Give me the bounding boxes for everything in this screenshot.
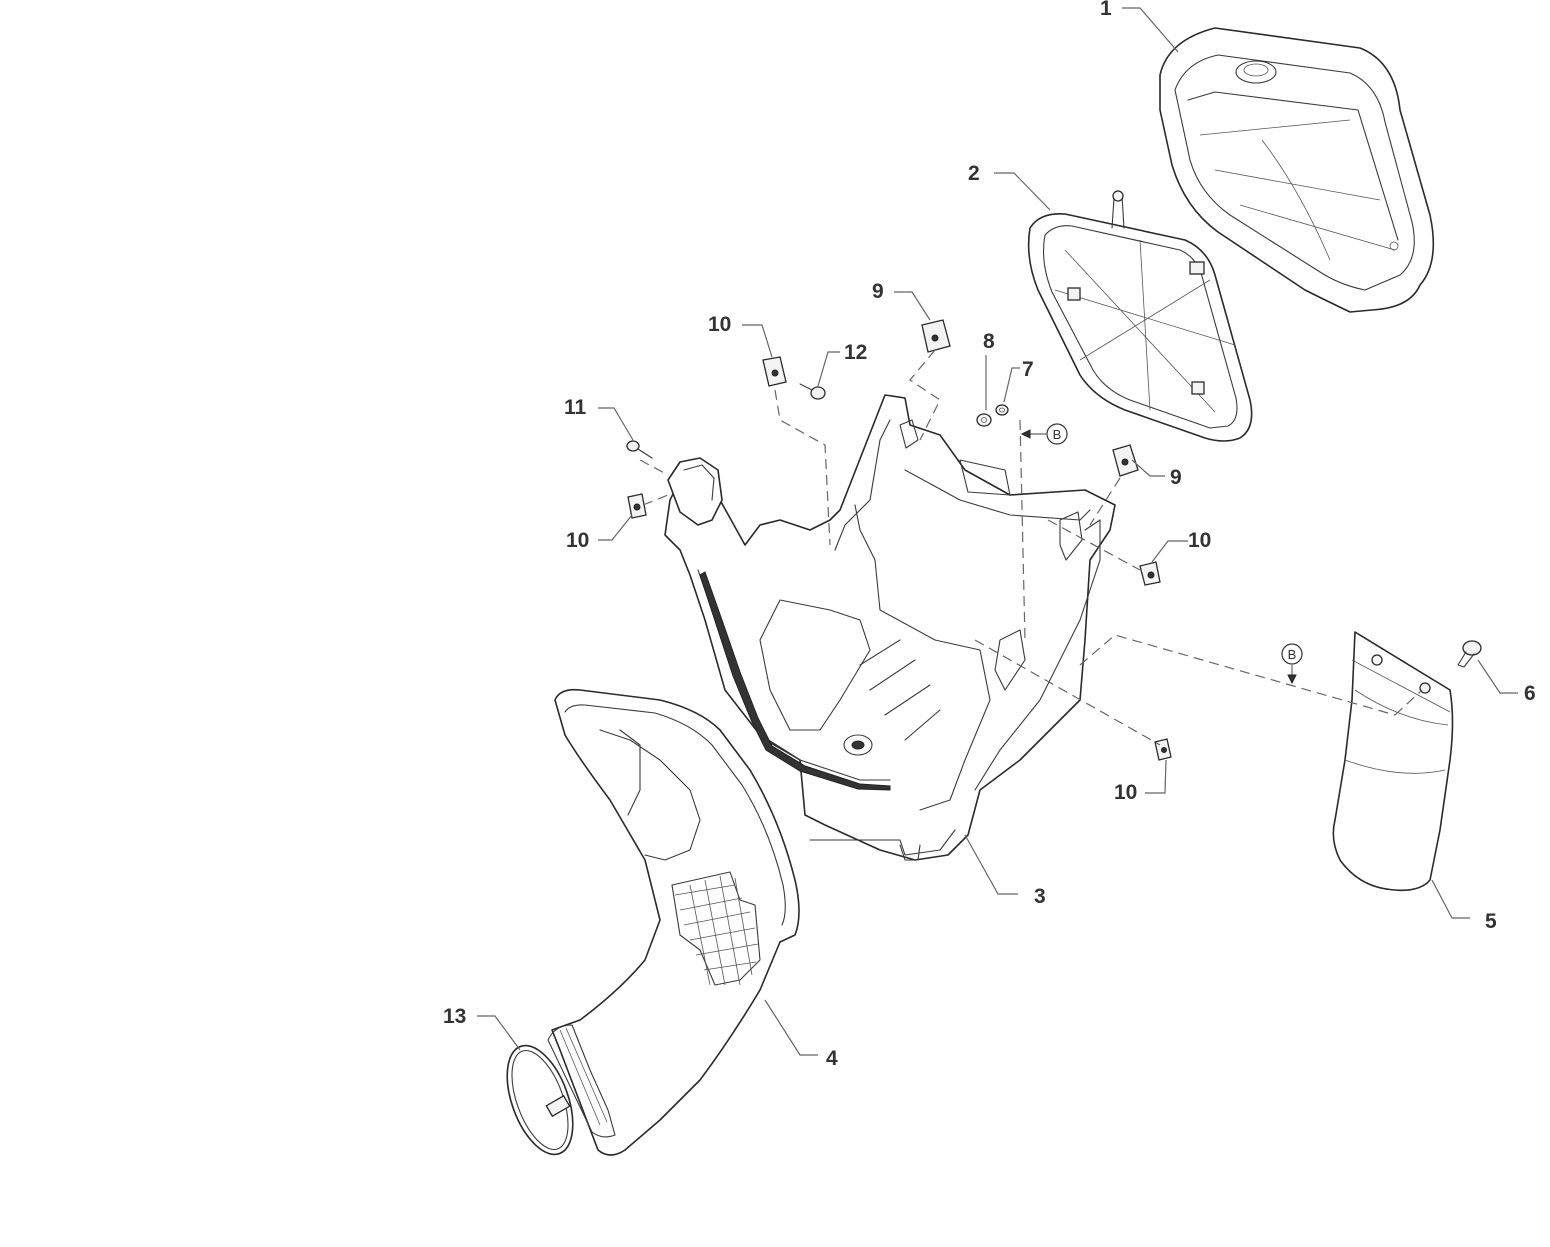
callout-10-top-left: 10 [708, 313, 731, 336]
callout-3: 3 [1034, 885, 1046, 908]
callout-8: 8 [983, 330, 995, 353]
callout-11: 11 [564, 396, 587, 419]
part-4-intake-boot[interactable] [547, 688, 800, 1156]
reference-mark-b-lower-label: B [1288, 647, 1297, 662]
part-11-bolt[interactable] [626, 440, 653, 459]
callout-labels: 1 2 3 4 5 6 7 8 9 9 10 10 10 10 11 12 13 [443, 0, 1536, 1070]
part-3-airbox[interactable] [664, 394, 1116, 861]
callout-7: 7 [1022, 358, 1034, 381]
callout-2: 2 [968, 162, 980, 185]
callout-10-lower-right: 10 [1114, 781, 1137, 804]
part-6-screw[interactable] [1457, 640, 1482, 668]
part-5-mud-flap[interactable] [1332, 631, 1454, 892]
assembly-lines [639, 349, 1423, 746]
callout-5: 5 [1485, 910, 1497, 933]
part-7-washer[interactable] [995, 404, 1009, 416]
part-8-nut[interactable] [976, 413, 992, 427]
reference-mark-b-upper-label: B [1053, 427, 1062, 442]
callout-9-right: 9 [1170, 466, 1182, 489]
part-10-clip-lower-right[interactable] [1154, 738, 1172, 761]
part-10-clip-top-left[interactable] [762, 356, 787, 387]
callout-6: 6 [1524, 682, 1536, 705]
callout-9-upper: 9 [872, 280, 884, 303]
callout-10-mid-left: 10 [566, 529, 589, 552]
callout-1: 1 [1100, 0, 1112, 20]
part-10-clip-mid-right[interactable] [1139, 561, 1161, 586]
reference-mark-b-lower: B [1281, 643, 1303, 685]
part-13-hose-clamp[interactable] [494, 1037, 586, 1163]
reference-mark-b-upper: B [1020, 423, 1068, 445]
part-9-clip-right[interactable] [1112, 444, 1139, 477]
callout-4: 4 [826, 1047, 838, 1070]
part-9-clip-upper[interactable] [921, 319, 951, 353]
part-1-air-filter[interactable] [1159, 27, 1435, 313]
callout-12: 12 [844, 341, 867, 364]
callout-10-mid-right: 10 [1188, 529, 1211, 552]
part-2-filter-cage[interactable] [1027, 190, 1253, 442]
part-10-clip-mid-left[interactable] [627, 493, 647, 519]
callout-13: 13 [443, 1005, 466, 1028]
leader-lines [477, 7, 1518, 1056]
part-12-screw[interactable] [799, 383, 826, 400]
